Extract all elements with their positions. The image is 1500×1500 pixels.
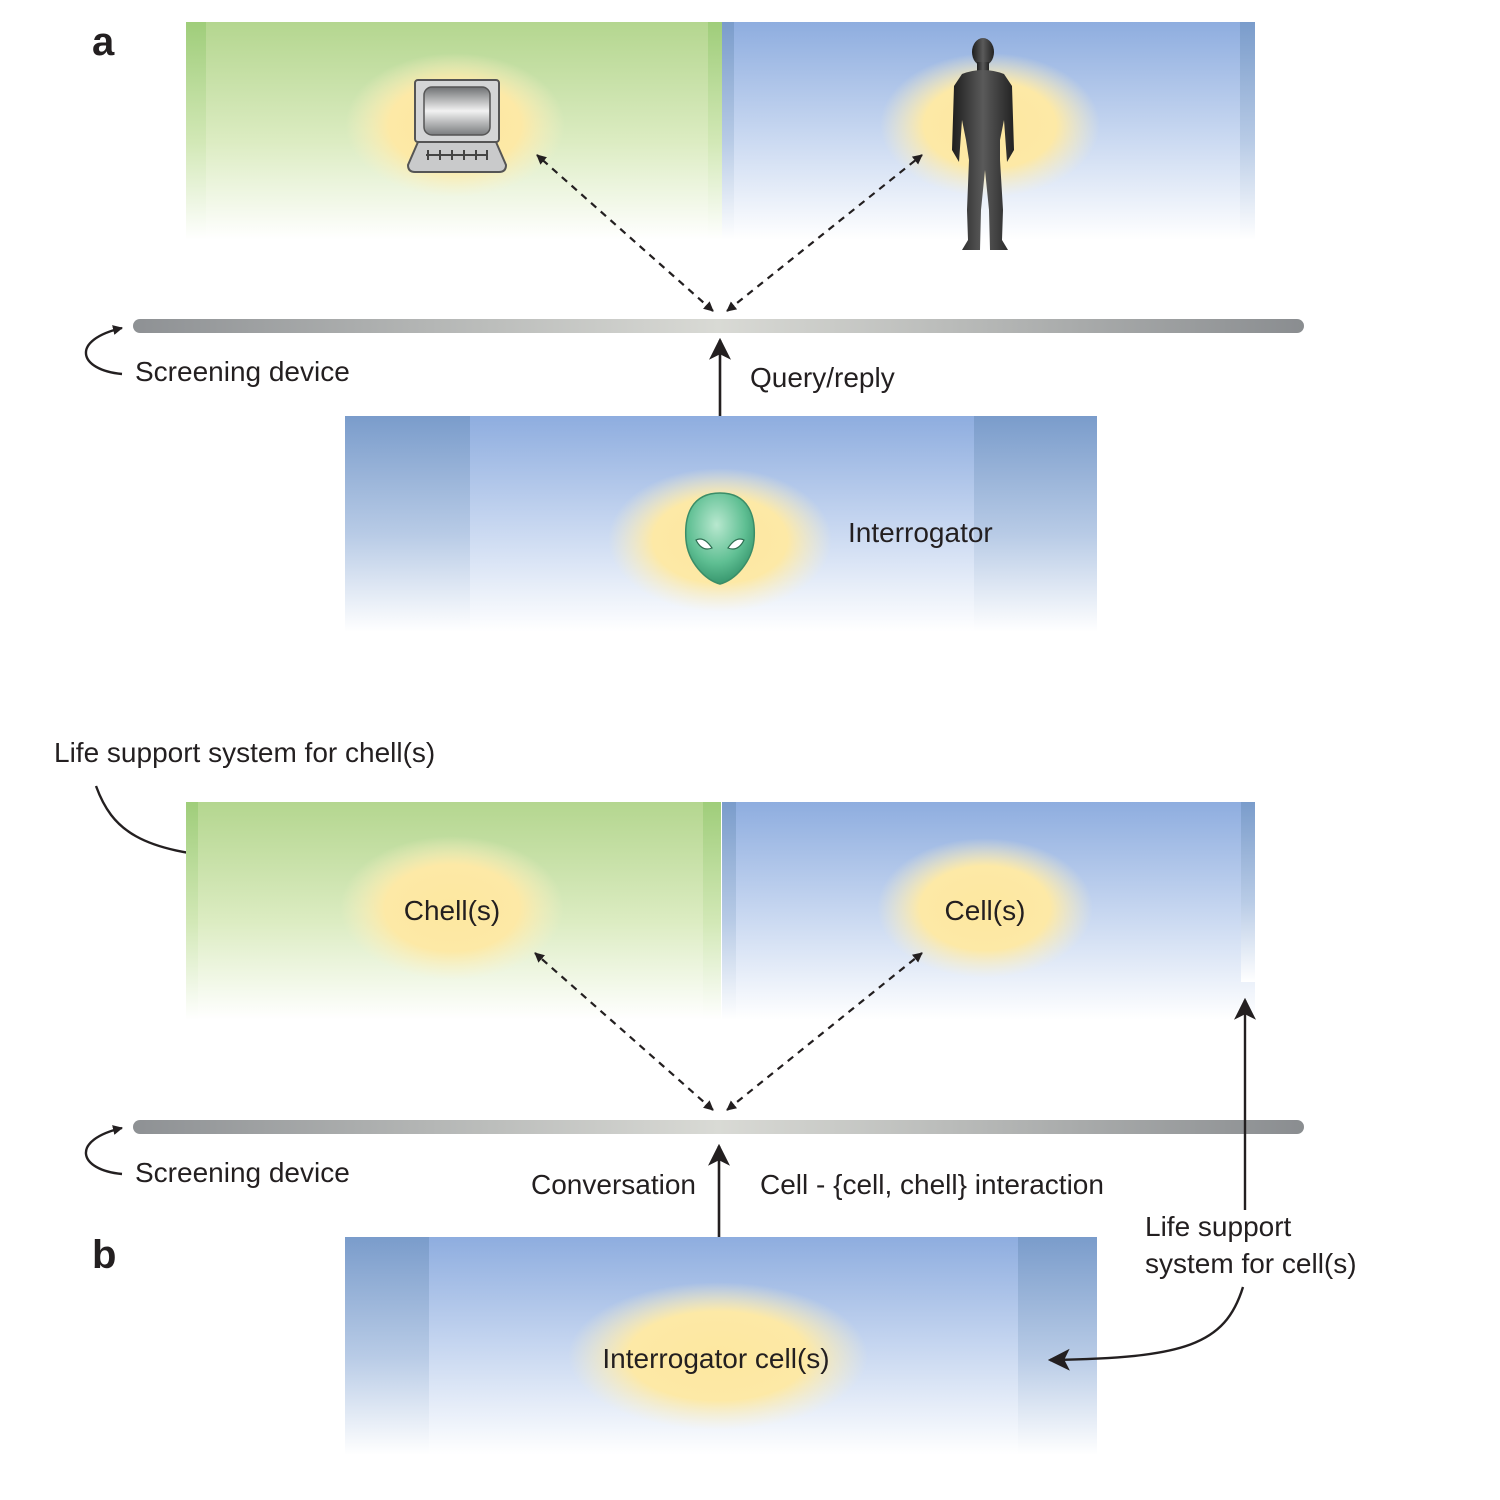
life-support-chell-label: Life support system for chell(s) <box>54 737 435 768</box>
panel-letter-b: b <box>92 1233 116 1277</box>
panel-b: Life support system for chell(s) Chell(s… <box>54 737 1357 1455</box>
query-reply-label: Query/reply <box>750 362 895 393</box>
panel-a: a <box>84 20 1304 632</box>
conversation-label: Conversation <box>531 1169 696 1200</box>
computer-link-arrow <box>536 154 714 312</box>
cell-glow <box>877 838 1093 978</box>
computer-chamber <box>186 22 722 240</box>
chell-label: Chell(s) <box>404 895 500 926</box>
cell-label: Cell(s) <box>945 895 1026 926</box>
panel-letter-a: a <box>92 20 115 64</box>
alien-head-icon <box>684 492 756 585</box>
chell-glow <box>340 836 564 980</box>
life-support-cell-curved-arrow <box>1047 1286 1245 1371</box>
life-support-cell-label-line2: system for cell(s) <box>1145 1248 1357 1279</box>
screening-device-bar <box>133 319 1304 333</box>
human-chamber <box>722 22 1255 250</box>
interrogator-cells-chamber <box>345 1237 1097 1455</box>
computer-icon <box>406 79 508 173</box>
cell-chamber <box>722 802 1255 1020</box>
interrogator-chamber <box>345 416 1097 632</box>
human-figure-icon <box>952 38 1014 250</box>
chell-link-arrow <box>534 952 714 1111</box>
human-link-arrow <box>726 154 923 312</box>
interaction-label: Cell - {cell, chell} interaction <box>760 1169 1104 1200</box>
screening-device-label: Screening device <box>135 356 350 387</box>
screening-curved-arrow <box>84 325 123 376</box>
screening-device-label-b: Screening device <box>135 1157 350 1188</box>
cell-link-arrow <box>726 952 923 1111</box>
interrogator-label: Interrogator <box>848 517 993 548</box>
screening-device-bar-b <box>133 1120 1304 1134</box>
life-support-cell-label-line1: Life support <box>1145 1211 1292 1242</box>
screening-curved-arrow-b <box>84 1125 123 1176</box>
interrogator-cells-label: Interrogator cell(s) <box>602 1343 829 1374</box>
interrogator-cells-glow <box>568 1282 868 1430</box>
